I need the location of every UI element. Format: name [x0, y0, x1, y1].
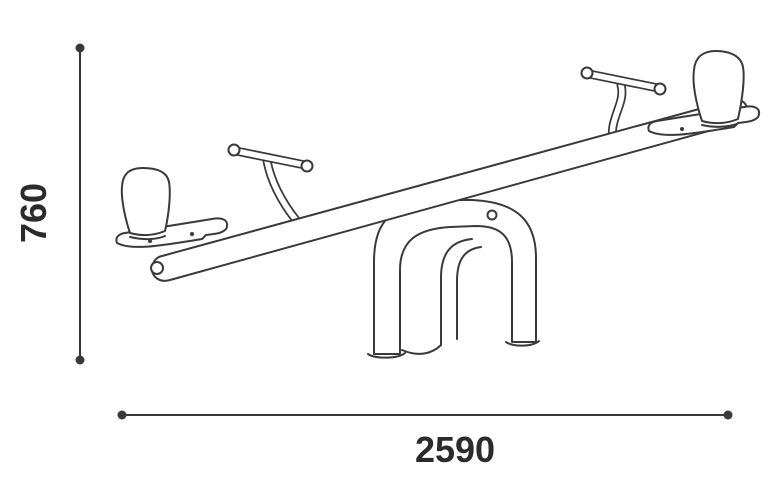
left-handlebar-knob-right: [300, 159, 314, 173]
support-arch-left-foot: [367, 352, 406, 359]
left-handlebar-stem-inner: [264, 158, 299, 223]
right-seat-back: [692, 50, 745, 125]
left-handlebar-bar-inner: [233, 148, 308, 168]
height-dimension-top-dot: [75, 43, 85, 53]
right-handlebar-bar-inner: [586, 71, 661, 91]
support-arch-inner-edge-inner: [456, 246, 482, 340]
support-arch-outline: [373, 199, 537, 355]
right-handlebar-knob-right: [653, 82, 667, 96]
width-dimension-right-dot: [723, 410, 733, 420]
left-seat-back: [120, 167, 171, 237]
support-arch-right-foot: [505, 340, 540, 347]
support-arch-base-runner: [401, 344, 442, 355]
width-dimension-left-dot: [117, 410, 127, 420]
right-seat-screw-1: [680, 127, 684, 131]
support-arch-inner-edge-outer: [440, 238, 473, 346]
width-dimension-label: 2590: [415, 429, 495, 470]
left-seat: [115, 167, 229, 248]
left-seat-screw-2: [190, 232, 194, 236]
height-dimension: 760: [13, 43, 85, 365]
right-seat-bottom-edge: [701, 123, 738, 128]
seesaw: [115, 50, 761, 359]
height-dimension-bottom-dot: [75, 355, 85, 365]
support-arch-bolt-hole: [486, 209, 498, 221]
pivot-bolt: [150, 261, 164, 275]
right-seat: [647, 50, 761, 136]
support-arch: [367, 199, 540, 359]
right-handlebar-knob-left: [580, 66, 594, 80]
height-dimension-label: 760: [13, 183, 54, 243]
left-seat-bottom-edge: [129, 235, 166, 241]
left-handlebar-knob-left: [227, 143, 241, 157]
left-handlebar: [227, 143, 314, 225]
width-dimension: 2590: [117, 410, 733, 470]
